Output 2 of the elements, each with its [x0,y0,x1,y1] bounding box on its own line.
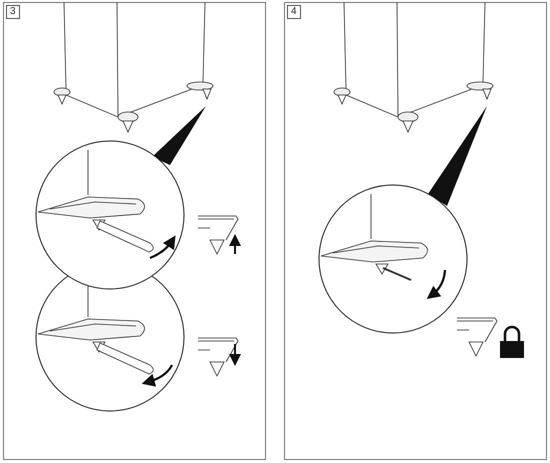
step-number: 3 [6,5,20,19]
step-number: 4 [287,5,301,19]
